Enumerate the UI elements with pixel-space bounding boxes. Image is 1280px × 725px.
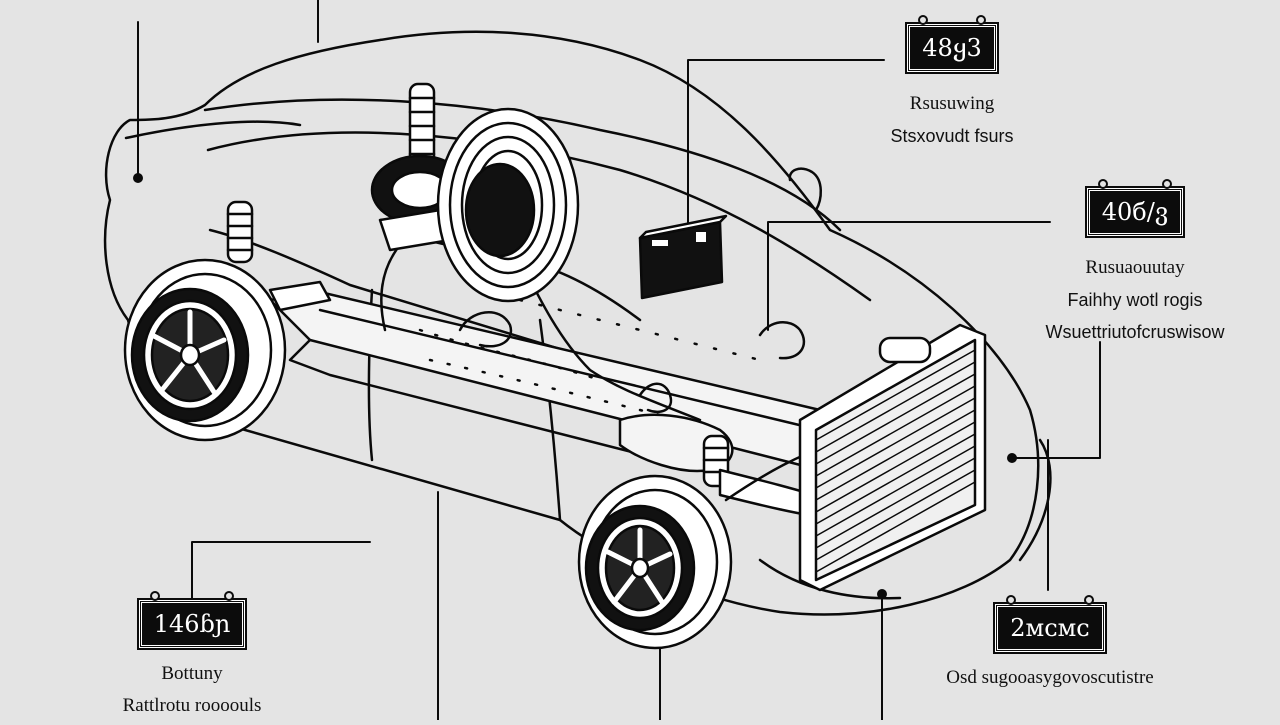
callout-label: Faihhy wotl rogis bbox=[1067, 290, 1203, 310]
rear-wheel bbox=[436, 107, 580, 303]
front-left-wheel bbox=[123, 258, 287, 442]
leader-dots bbox=[133, 173, 1017, 599]
callout-badge: 2ᴍᴄᴍᴄ bbox=[993, 595, 1107, 654]
callout-badge: 146ɓɲ bbox=[136, 591, 248, 650]
callout-label: Stsxovudt fsurs bbox=[890, 126, 1014, 146]
callout-mid-right: 40б/ვ Rusuaouutay Faihhy wotl rogis Wsue… bbox=[1040, 179, 1230, 348]
battery-illustration bbox=[638, 214, 728, 300]
callout-label: Rusuaouutay bbox=[1085, 257, 1185, 278]
chassis-floor bbox=[268, 228, 862, 502]
callout-label: Osd sugooasygovoscutistre bbox=[946, 667, 1154, 688]
callout-top-right: 48ყ3 Rsusuwing Stsxovudt fsurs bbox=[872, 15, 1032, 152]
callout-label: Wsuettriutofcruswisow bbox=[1045, 322, 1225, 342]
callout-label: Bottuny bbox=[161, 663, 223, 684]
callout-bottom-left: 146ɓɲ Bottuny Rattlrotu roooouls bbox=[92, 591, 292, 722]
callout-badge: 40б/ვ bbox=[1084, 179, 1186, 238]
rear-shock bbox=[408, 82, 436, 176]
shock-absorbers bbox=[226, 82, 730, 488]
front-right-wheel bbox=[577, 474, 733, 650]
callout-label: Rsusuwing bbox=[909, 93, 995, 114]
front-left-shock bbox=[226, 200, 254, 264]
leader-lines bbox=[137, 0, 1101, 721]
callout-bottom-right: 2ᴍᴄᴍᴄ Osd sugooasygovoscutistre bbox=[920, 595, 1180, 694]
radiator bbox=[798, 323, 987, 592]
callout-label: Rattlrotu roooouls bbox=[122, 695, 262, 716]
car-body-outline bbox=[103, 30, 1052, 616]
callout-badge: 48ყ3 bbox=[905, 15, 999, 74]
